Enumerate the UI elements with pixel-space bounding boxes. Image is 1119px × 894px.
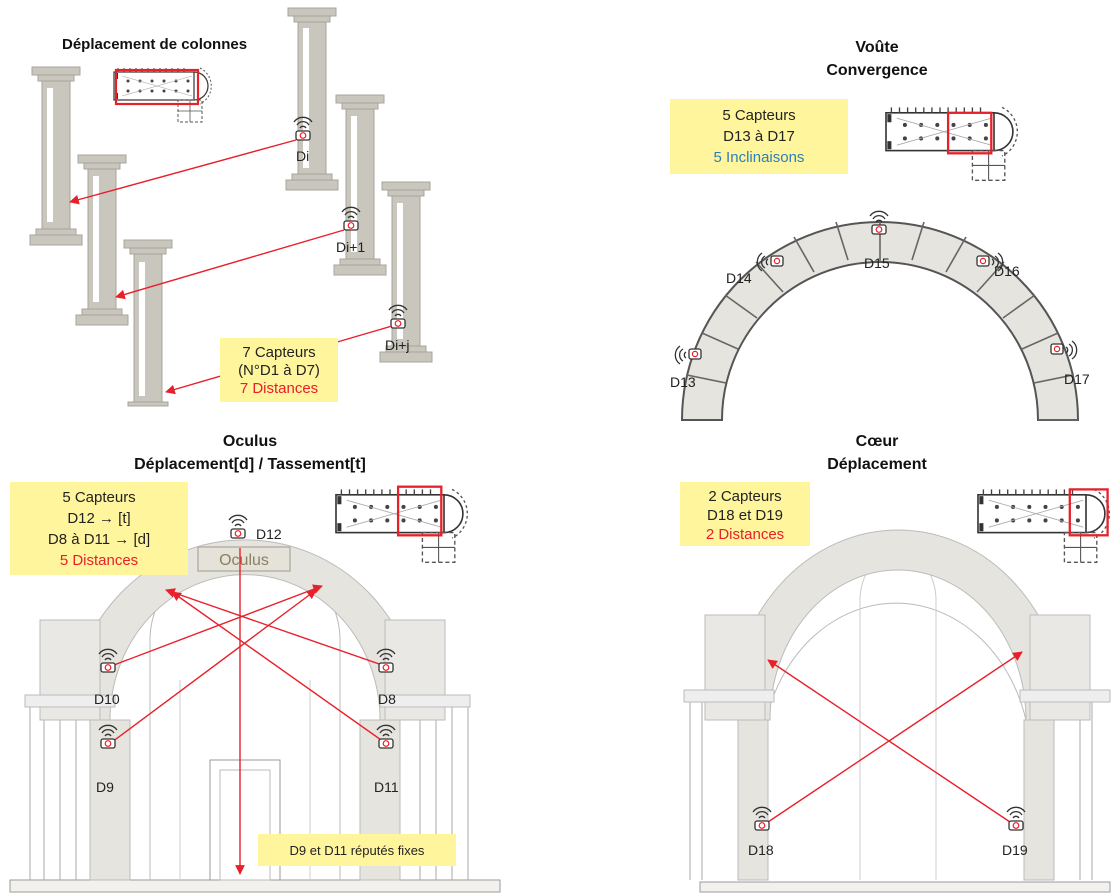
svg-text:5 Distances: 5 Distances [60, 552, 138, 569]
columns-note: 7 Capteurs (N°D1 à D7) 7 Distances [220, 338, 338, 402]
panel-choir-title: Cœur [856, 433, 899, 450]
svg-text:7 Capteurs: 7 Capteurs [242, 344, 315, 361]
svg-text:D9 et D11 réputés fixes: D9 et D11 réputés fixes [290, 843, 425, 858]
svg-text:D8 à D11 → [d]: D8 à D11 → [d] [48, 531, 150, 548]
sensor-label-d11: D11 [374, 779, 399, 795]
floor-plan-icon [335, 485, 469, 564]
svg-text:D13 à D17: D13 à D17 [723, 128, 795, 145]
svg-text:5 Capteurs: 5 Capteurs [722, 107, 795, 124]
panel-oculus: Oculus Déplacement[d] / Tassement[t] [9, 433, 501, 893]
panel-vault-title: Voûte [855, 39, 898, 56]
sensor-label-d19: D19 [1002, 842, 1028, 858]
svg-text:7 Distances: 7 Distances [240, 380, 318, 397]
floor-plan-icon [977, 488, 1111, 564]
choir-facade [683, 529, 1111, 893]
svg-text:2 Capteurs: 2 Capteurs [708, 488, 781, 505]
distance-arrows-oculus [111, 548, 385, 875]
sensor-label-d14: D14 [726, 270, 752, 286]
vault-note: 5 Capteurs D13 à D17 5 Inclinaisons [670, 99, 848, 174]
sensor-label-d16: D16 [994, 263, 1020, 279]
sensor-label-di: Di [296, 148, 309, 164]
svg-text:5 Inclinaisons: 5 Inclinaisons [714, 149, 805, 166]
svg-text:5 Capteurs: 5 Capteurs [62, 489, 135, 506]
panel-choir: Cœur Déplacement 2 Capteurs D18 et D19 2… [680, 433, 1111, 893]
svg-text:2 Distances: 2 Distances [706, 526, 784, 543]
panel-oculus-title: Oculus [223, 433, 277, 450]
sensor-label-d17: D17 [1064, 371, 1090, 387]
svg-text:D12 → [t]: D12 → [t] [67, 510, 130, 527]
sensor-label-d18: D18 [748, 842, 774, 858]
sensor-label-dij: Di+j [385, 337, 410, 353]
panel-oculus-subtitle: Déplacement[d] / Tassement[t] [134, 456, 366, 473]
fixed-note: D9 et D11 réputés fixes [258, 834, 456, 866]
sensor-label-d15: D15 [864, 255, 890, 271]
vault-arch [680, 221, 1080, 421]
panel-columns: Déplacement de colonnes [29, 7, 433, 407]
choir-note: 2 Capteurs D18 et D19 2 Distances [680, 482, 810, 546]
svg-text:D18 et D19: D18 et D19 [707, 507, 783, 524]
panel-columns-title: Déplacement de colonnes [62, 36, 247, 53]
sensor-label-d13: D13 [670, 374, 696, 390]
sensor-label-di1: Di+1 [336, 239, 365, 255]
floor-plan-icon [885, 106, 1019, 182]
sensor-label-d10: D10 [94, 691, 120, 707]
floor-plan-icon [113, 67, 212, 123]
panel-choir-subtitle: Déplacement [827, 456, 927, 473]
panel-vault-subtitle: Convergence [826, 62, 927, 79]
distance-arrows-choir [761, 651, 1023, 827]
sensor-label-d12: D12 [256, 526, 282, 542]
panel-vault: Voûte Convergence 5 Capteurs D13 à D17 5… [670, 39, 1090, 421]
sensor-label-d8: D8 [378, 691, 396, 707]
oculus-box: Oculus [197, 546, 291, 572]
column-icon [29, 7, 433, 407]
oculus-note: 5 Capteurs D12 → [t] D8 à D11 → [d] 5 Di… [10, 482, 188, 575]
sensor-label-d9: D9 [96, 779, 114, 795]
svg-text:(N°D1 à D7): (N°D1 à D7) [238, 362, 320, 379]
oculus-label: Oculus [219, 552, 269, 569]
sensor-icon [752, 806, 1026, 831]
